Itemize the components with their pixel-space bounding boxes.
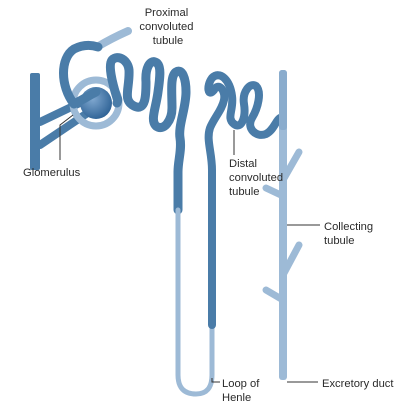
distal-convoluted-tubule: [204, 71, 284, 139]
leader-glomerulus: [59, 114, 74, 160]
collecting-branch-2: [262, 184, 287, 200]
proximal-convoluted-tubule: [59, 40, 191, 215]
collecting-branch-4: [262, 286, 287, 304]
leader-loop: [211, 378, 220, 383]
descending-limb: [175, 207, 215, 397]
collecting-branch-1: [279, 148, 303, 184]
ascending-limb: [204, 82, 229, 329]
label-glomerulus: Glomerulus: [23, 167, 81, 179]
label-proximal: Proximal convoluted tubule: [139, 7, 196, 47]
label-excretory: Excretory duct: [322, 378, 394, 390]
label-collecting: Collecting tubule: [324, 221, 376, 247]
collecting-tubule-upper: [279, 70, 287, 130]
collecting-branch-3: [279, 241, 303, 279]
capsule-outlet: [112, 93, 123, 108]
label-distal: Distal convoluted tubule: [229, 158, 286, 198]
label-loop: Loop of Henle: [222, 378, 262, 404]
